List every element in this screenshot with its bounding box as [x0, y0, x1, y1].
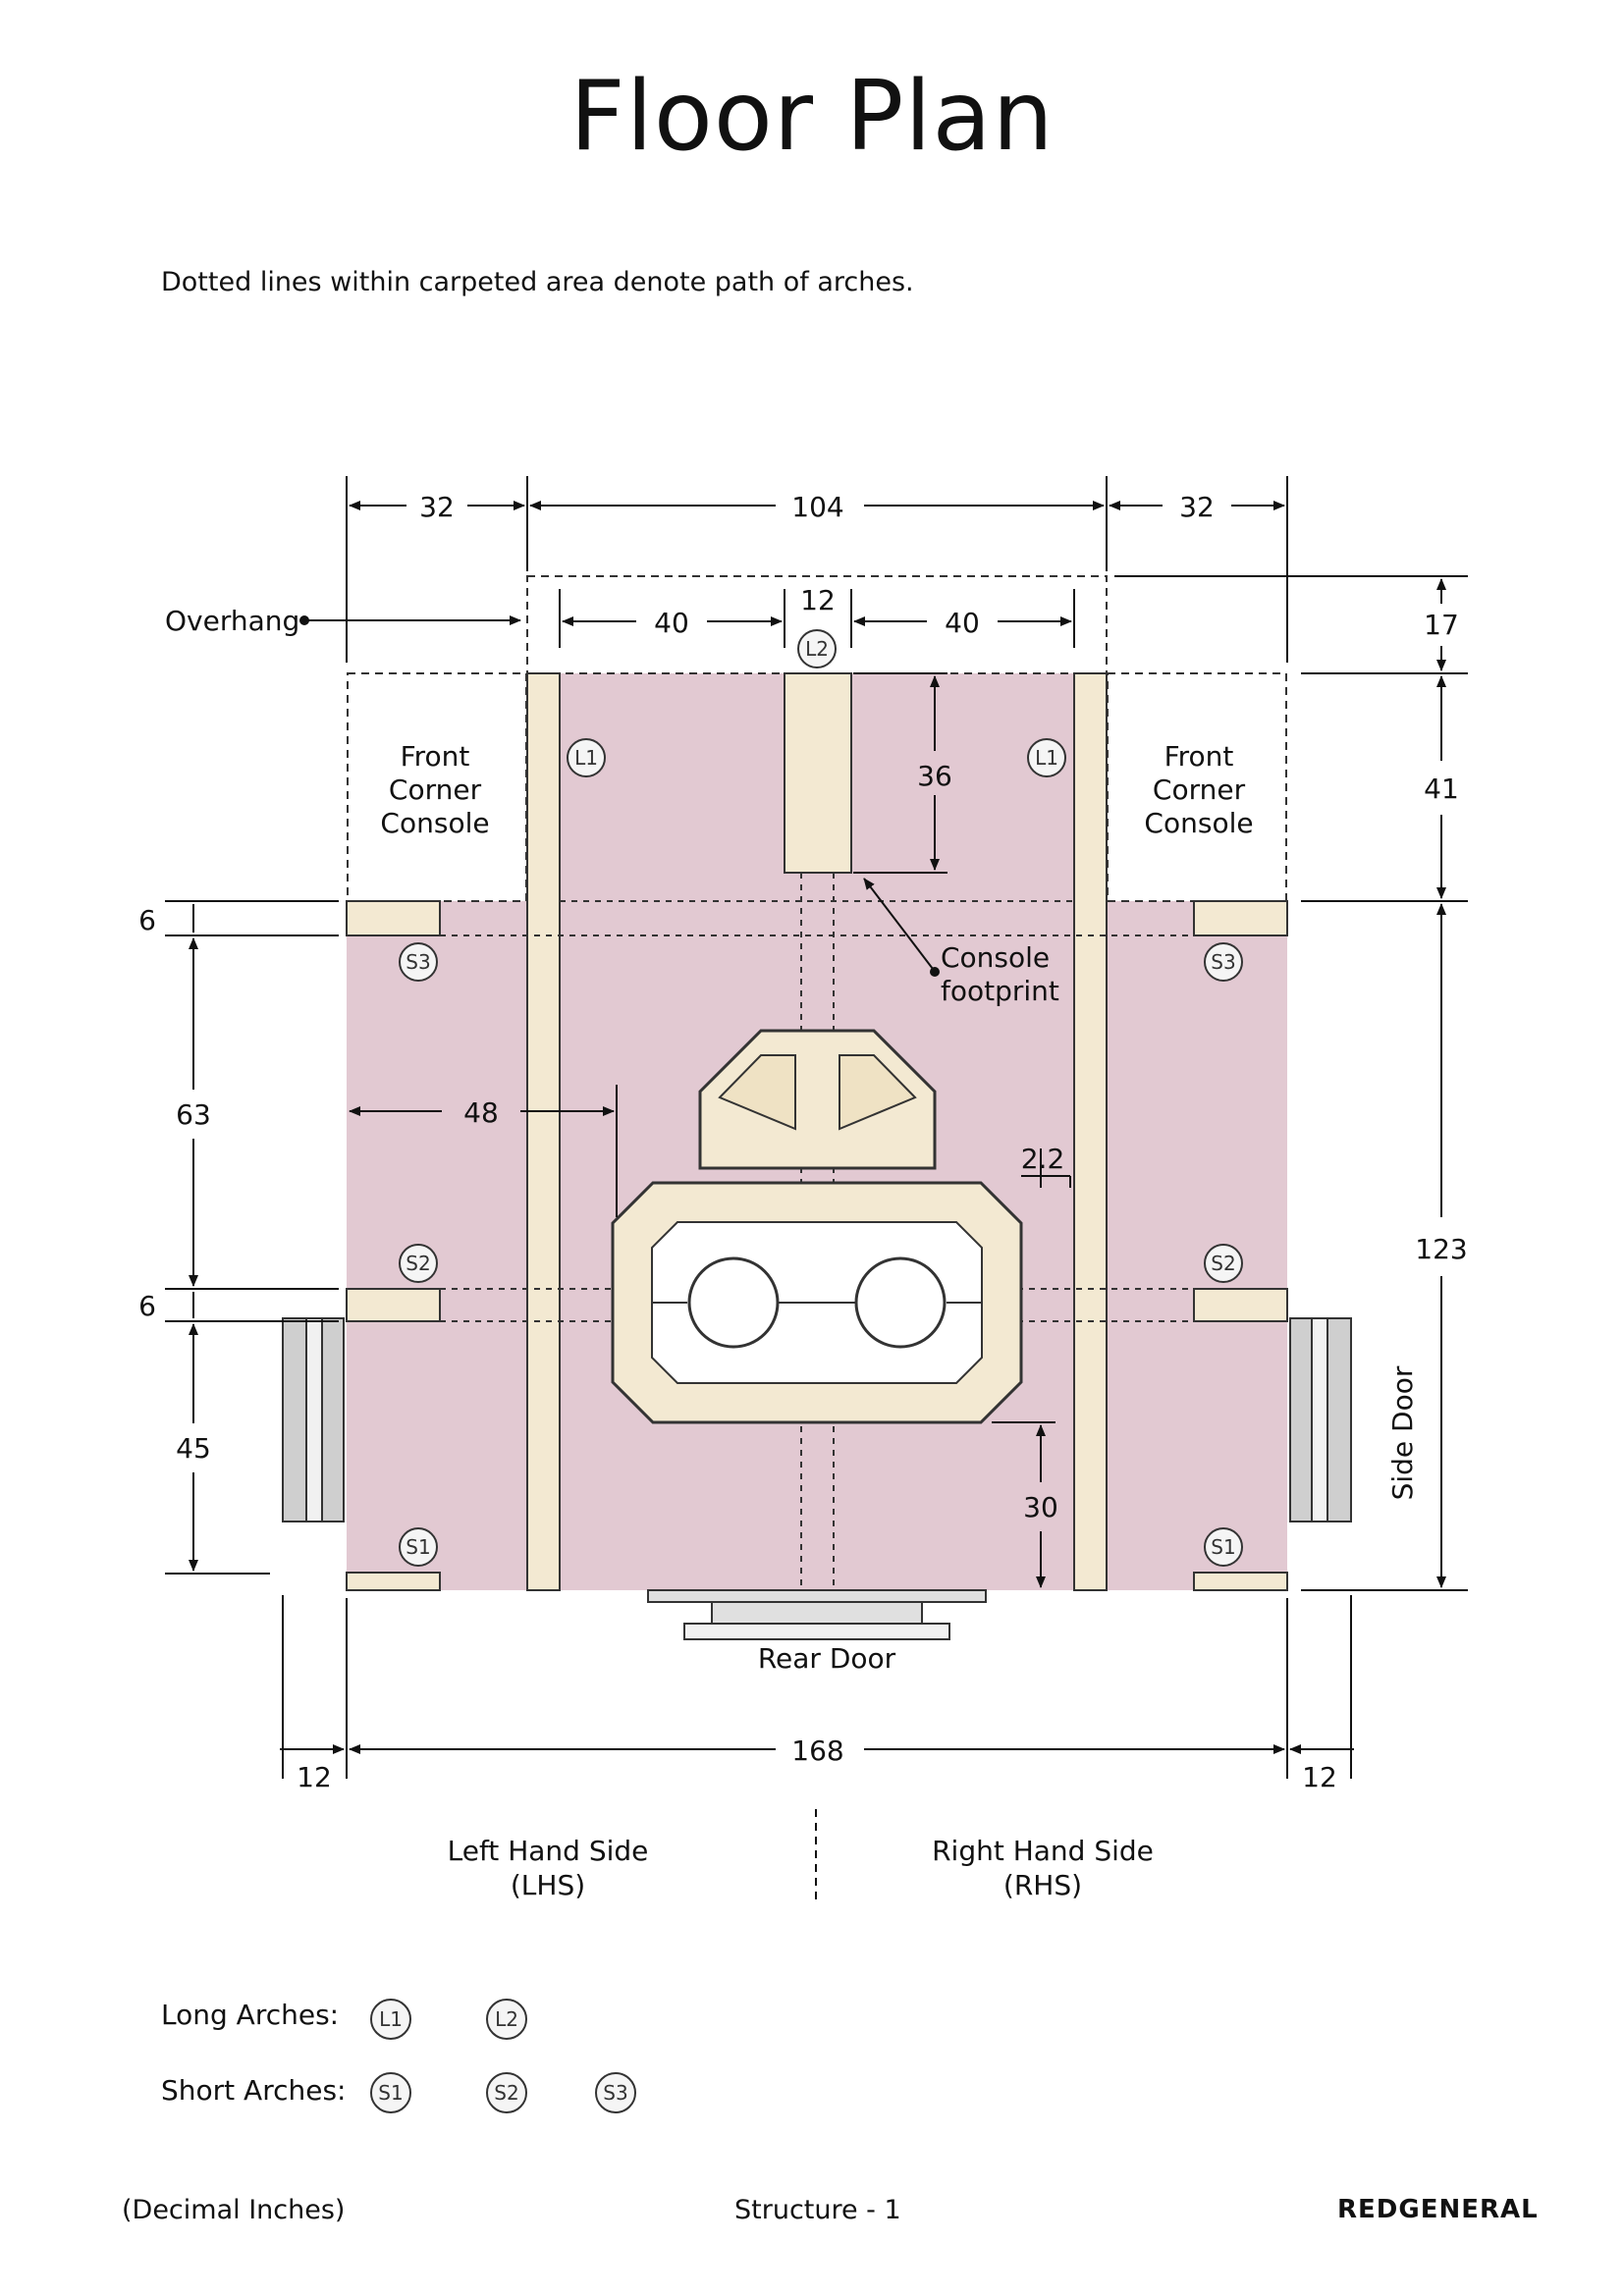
dim-left-a: 6 — [138, 904, 156, 936]
legend-s3-text: S3 — [603, 2081, 627, 2105]
brand-logo: REDGENERAL — [1337, 2195, 1539, 2224]
dim-inner-center: 12 — [800, 584, 836, 616]
legend-short-label: Short Arches: — [161, 2074, 346, 2107]
legend-l2-text: L2 — [495, 2007, 518, 2031]
legend-l1-marker — [370, 1999, 411, 2040]
marker-l1-right-text: L1 — [1035, 746, 1058, 770]
front-corner-console-right-line-2: Corner — [1153, 774, 1246, 806]
long-arch-beams — [526, 672, 1108, 1591]
front-corner-console-left-line-2: Corner — [389, 774, 482, 806]
dim-inner-right: 40 — [945, 607, 980, 639]
dim-right-mid: 41 — [1424, 773, 1459, 805]
arch-path-note: Dotted lines within carpeted area denote… — [161, 267, 914, 297]
marker-s1-right — [1204, 1527, 1243, 1567]
marker-l1-left-text: L1 — [574, 746, 598, 770]
legend-long-label: Long Arches: — [161, 1999, 339, 2031]
legend-l2-marker — [486, 1999, 527, 2040]
dim-console-depth: 36 — [917, 760, 952, 792]
dim-bottom-center: 168 — [791, 1735, 843, 1767]
legend-s1-marker — [370, 2072, 411, 2113]
marker-l2-text: L2 — [805, 637, 829, 661]
front-corner-console-right-line-3: Console — [1144, 807, 1253, 839]
lhs-label-line-1: Left Hand Side — [448, 1835, 649, 1867]
marker-s2-left-text: S2 — [406, 1252, 430, 1275]
marker-s3-left — [399, 942, 438, 982]
dim-top-right: 32 — [1179, 491, 1215, 523]
marker-l2 — [797, 629, 837, 668]
short-arch-beams — [346, 900, 1288, 1591]
rear-door-label: Rear Door — [758, 1642, 896, 1675]
dim-top-center: 104 — [791, 491, 843, 523]
rear-door — [647, 1589, 987, 1640]
dim-gap: 2.2 — [1021, 1143, 1065, 1175]
footer-units: (Decimal Inches) — [122, 2195, 346, 2225]
legend-l1-text: L1 — [379, 2007, 403, 2031]
marker-s3-right — [1204, 942, 1243, 982]
dim-left-c: 6 — [138, 1290, 156, 1322]
marker-s2-left — [399, 1244, 438, 1283]
dim-left-b: 63 — [176, 1098, 211, 1131]
dim-span-48: 48 — [463, 1096, 499, 1129]
rhs-label-line-2: (RHS) — [1003, 1869, 1082, 1901]
marker-l1-left — [567, 738, 606, 777]
rhs-label-line-1: Right Hand Side — [932, 1835, 1154, 1867]
marker-s1-left — [399, 1527, 438, 1567]
marker-s3-left-text: S3 — [406, 950, 430, 974]
dim-right-main: 123 — [1415, 1233, 1467, 1265]
side-door-label: Side Door — [1386, 1365, 1419, 1500]
lhs-label-line-2: (LHS) — [511, 1869, 585, 1901]
page-title: Floor Plan — [569, 61, 1055, 173]
dim-right-top: 17 — [1424, 609, 1459, 641]
console-top — [698, 1029, 937, 1170]
console-base — [611, 1181, 1023, 1424]
marker-s2-right-text: S2 — [1211, 1252, 1235, 1275]
dim-left-d: 45 — [176, 1432, 211, 1465]
console-footprint-line-2: footprint — [941, 975, 1059, 1007]
dim-bottom-right: 12 — [1302, 1761, 1337, 1793]
marker-s2-right — [1204, 1244, 1243, 1283]
carpet-area — [347, 673, 1287, 1590]
dim-top-left: 32 — [419, 491, 455, 523]
footer-section: Structure - 1 — [734, 2195, 901, 2225]
console-footprint-line-1: Console — [941, 941, 1050, 974]
side-door-right — [1289, 1317, 1352, 1522]
legend-s1-text: S1 — [378, 2081, 403, 2105]
marker-s1-right-text: S1 — [1211, 1535, 1235, 1559]
front-corner-console-left-line-3: Console — [380, 807, 489, 839]
overhang-label: Overhang — [165, 605, 299, 637]
dim-bottom-left: 12 — [297, 1761, 332, 1793]
legend-s2-marker — [486, 2072, 527, 2113]
legend-s3-marker — [595, 2072, 636, 2113]
marker-s3-right-text: S3 — [1211, 950, 1235, 974]
marker-s1-left-text: S1 — [406, 1535, 430, 1559]
dim-rear-gap: 30 — [1023, 1491, 1058, 1523]
legend-s2-text: S2 — [494, 2081, 518, 2105]
front-corner-console-left-line-1: Front — [401, 740, 470, 773]
side-door-left — [282, 1317, 345, 1522]
dim-inner-left: 40 — [654, 607, 689, 639]
front-corner-console-right-line-1: Front — [1164, 740, 1234, 773]
marker-l1-right — [1027, 738, 1066, 777]
